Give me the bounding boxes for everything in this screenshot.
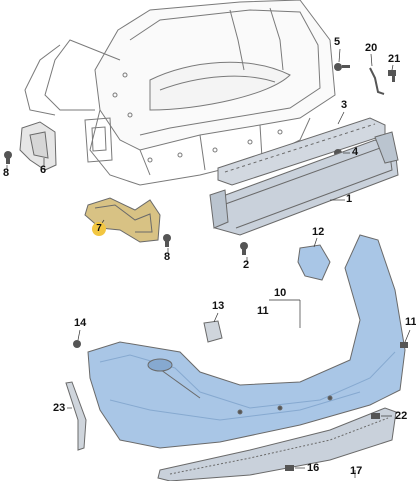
bolt-8-bracket xyxy=(163,234,171,247)
callout-8-bracket: 8 xyxy=(164,251,171,263)
callout-23: 23 xyxy=(53,402,66,414)
bracket-20 xyxy=(369,67,385,95)
callout-17: 17 xyxy=(350,465,363,477)
callout-16: 16 xyxy=(307,462,320,474)
rear-bumper-cover xyxy=(87,234,406,449)
callout-3: 3 xyxy=(341,99,348,111)
callout-20: 20 xyxy=(365,42,378,54)
callout-12: 12 xyxy=(312,226,325,238)
callout-11-upper: 11 xyxy=(257,305,269,317)
callout-10: 10 xyxy=(274,287,287,299)
callout-14: 14 xyxy=(74,317,87,329)
bolt-2 xyxy=(240,242,248,255)
callout-2: 2 xyxy=(243,259,250,271)
bolt-5 xyxy=(334,63,350,71)
trim-strip-23 xyxy=(65,381,87,451)
callout-5: 5 xyxy=(334,36,341,48)
callout-1: 1 xyxy=(346,193,353,205)
reinforcement-beam-1 xyxy=(209,131,399,236)
callout-13: 13 xyxy=(212,300,225,312)
callout-21: 21 xyxy=(388,53,401,65)
side-bracket-6 xyxy=(19,121,57,171)
callout-22: 22 xyxy=(395,410,408,422)
bolt-8-left xyxy=(4,151,12,164)
callout-6: 6 xyxy=(40,164,47,176)
clip-22 xyxy=(371,413,380,419)
clip-11-right xyxy=(400,342,408,348)
clip-14 xyxy=(73,340,81,348)
callout-7-highlighted: 7 xyxy=(92,222,106,236)
clip-16 xyxy=(285,465,294,471)
callout-8-left: 8 xyxy=(3,167,10,179)
bracket-13 xyxy=(203,320,223,343)
cover-cap-12 xyxy=(297,244,331,281)
callout-4: 4 xyxy=(352,146,359,158)
callout-11-right: 11 xyxy=(405,316,416,328)
lower-diffuser-17 xyxy=(157,407,397,481)
rear-body-shell xyxy=(24,0,336,186)
clip-21 xyxy=(388,70,396,82)
